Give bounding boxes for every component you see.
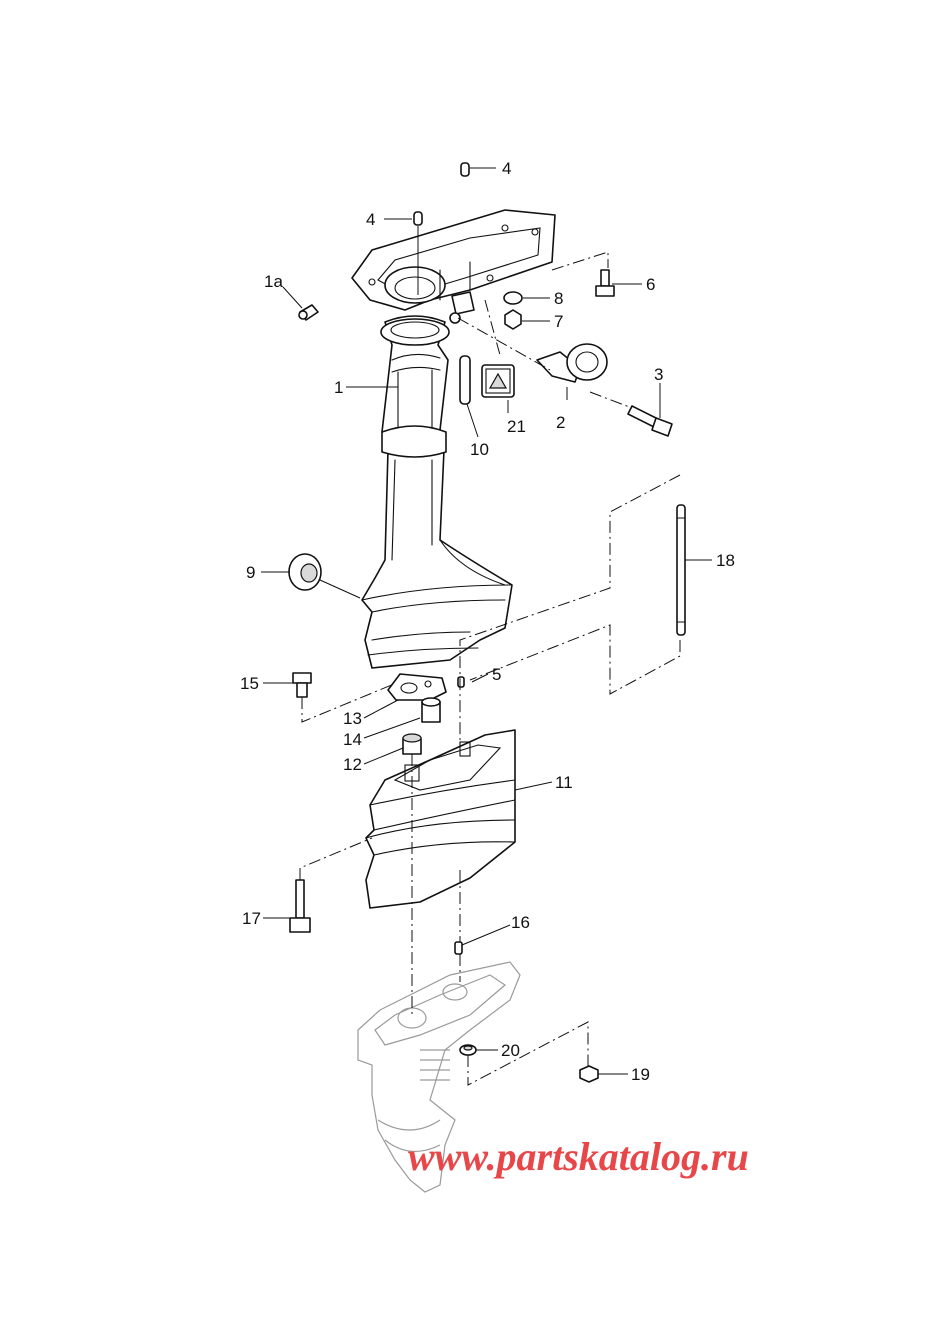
washer-20 bbox=[459, 1044, 477, 1056]
callout-label: 16 bbox=[511, 913, 530, 932]
callout-label: 15 bbox=[240, 674, 259, 693]
collar-12 bbox=[402, 733, 422, 755]
callout-labels: 4 4 1a 6 8 7 1 3 2 21 10 9 18 15 5 13 14… bbox=[240, 159, 735, 1084]
callout-label: 12 bbox=[343, 755, 362, 774]
washer-8 bbox=[503, 291, 523, 305]
bolt-17 bbox=[289, 879, 311, 933]
dowel-pin bbox=[460, 162, 470, 177]
callout-label: 9 bbox=[246, 563, 255, 582]
dowel-pin bbox=[413, 211, 423, 226]
watermark-text: www.partskatalog.ru bbox=[408, 1134, 749, 1179]
callout-label: 1a bbox=[264, 272, 283, 291]
callout-label: 8 bbox=[554, 289, 563, 308]
callout-label: 7 bbox=[554, 312, 563, 331]
pin-5 bbox=[457, 676, 465, 688]
nut-19 bbox=[579, 1065, 599, 1083]
callout-label: 18 bbox=[716, 551, 735, 570]
callout-label: 4 bbox=[502, 159, 511, 178]
centerlines bbox=[299, 251, 681, 1086]
bushing-14 bbox=[421, 697, 441, 723]
pin-10 bbox=[459, 355, 471, 405]
callout-label: 19 bbox=[631, 1065, 650, 1084]
warning-label-21 bbox=[481, 364, 515, 398]
grease-nipple-1a bbox=[298, 304, 319, 321]
nut-7 bbox=[504, 309, 522, 330]
callout-label: 2 bbox=[556, 413, 565, 432]
upper-mount-plate bbox=[351, 209, 556, 324]
callout-label: 13 bbox=[343, 709, 362, 728]
callout-label: 1 bbox=[334, 378, 343, 397]
plate-13 bbox=[387, 673, 447, 701]
extension-case-11 bbox=[365, 729, 516, 909]
bolt-3 bbox=[627, 405, 673, 437]
callout-label: 4 bbox=[366, 210, 375, 229]
callout-label: 10 bbox=[470, 440, 489, 459]
callout-label: 5 bbox=[492, 665, 501, 684]
callout-label: 3 bbox=[654, 365, 663, 384]
steering-bracket-2 bbox=[536, 343, 608, 383]
callout-label: 17 bbox=[242, 909, 261, 928]
callout-label: 14 bbox=[343, 730, 362, 749]
drive-shaft-housing bbox=[361, 315, 513, 669]
bolt-6 bbox=[595, 269, 615, 297]
bolt-15 bbox=[292, 672, 312, 698]
leader-lines bbox=[261, 167, 712, 1075]
callout-label: 21 bbox=[507, 417, 526, 436]
callout-label: 11 bbox=[555, 773, 573, 792]
pin-16 bbox=[454, 941, 463, 955]
callout-label: 6 bbox=[646, 275, 655, 294]
gear-case-ghost bbox=[357, 961, 521, 1193]
grommet-9 bbox=[288, 553, 322, 591]
callout-label: 20 bbox=[501, 1041, 520, 1060]
stud-18 bbox=[676, 504, 686, 636]
